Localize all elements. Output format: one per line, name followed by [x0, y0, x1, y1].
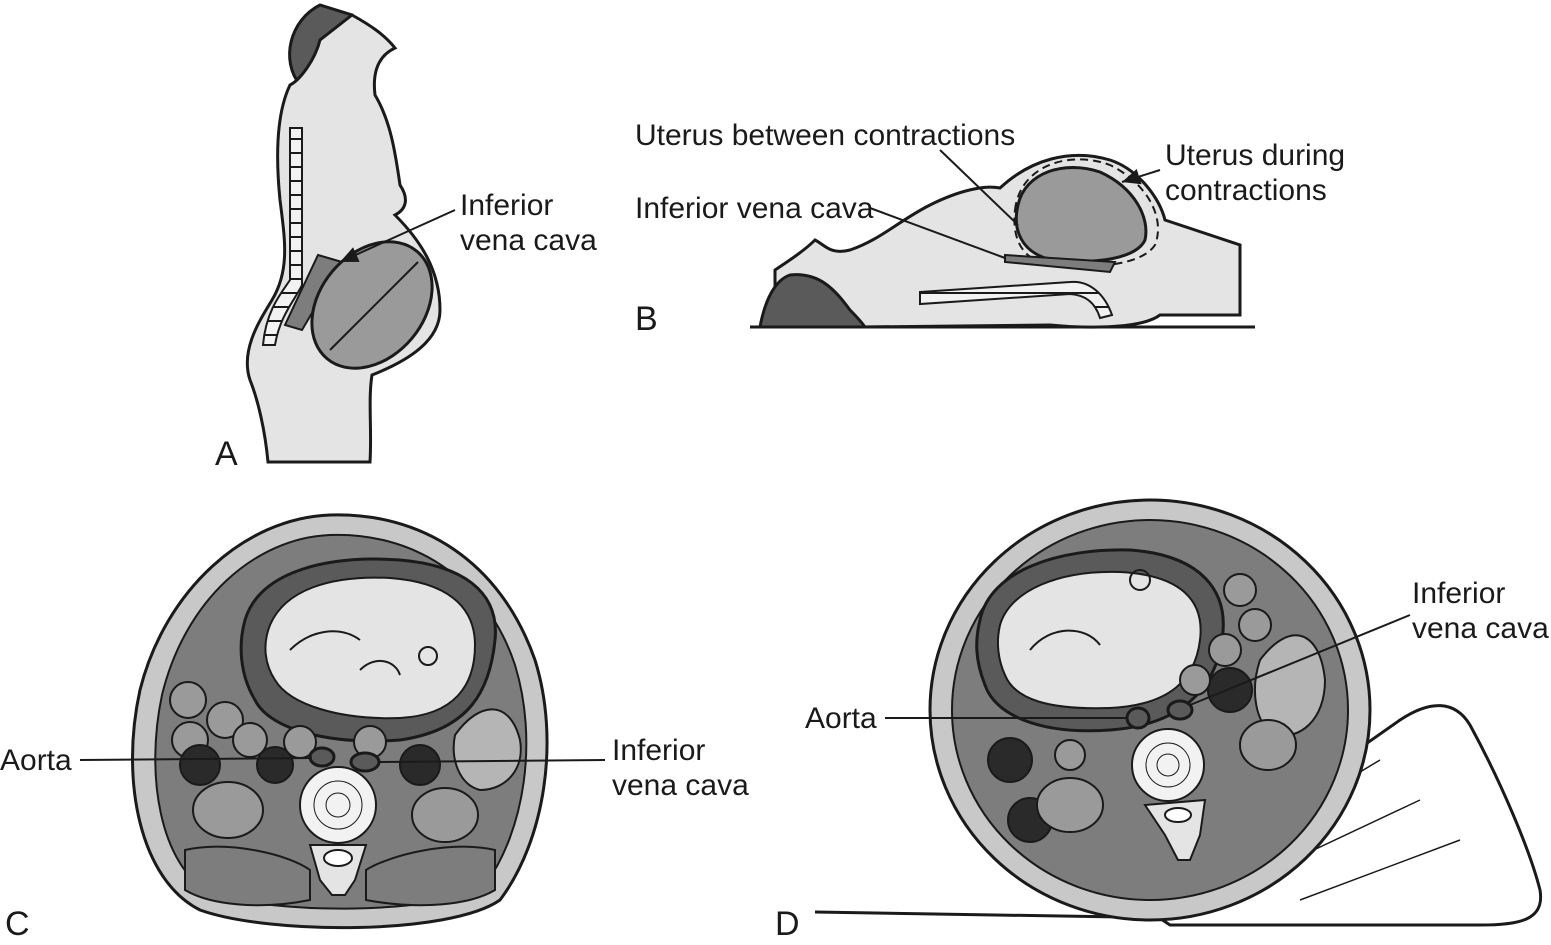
panel-d-vertebra: [1131, 728, 1205, 802]
panel-d-kidney-right: [1239, 719, 1297, 771]
panel-d-ivc-label-1: Inferior: [1412, 577, 1505, 610]
panel-b-ivc: [1004, 253, 1117, 274]
panel-d-ivc-label-2: vena cava: [1412, 612, 1549, 645]
panel-b-during-arrow: [1121, 168, 1161, 185]
panel-d-aorta: [1125, 706, 1151, 730]
panel-c-bowel-left: [169, 681, 294, 786]
panel-d-ivc: [1166, 699, 1194, 721]
panel-c-ivc-pointer: [377, 759, 606, 763]
panel-c-bowel-right: [283, 725, 441, 786]
panel-a-body: [245, 13, 442, 464]
panel-a-ivc-label-2: vena cava: [460, 224, 597, 257]
panel-c: Aorta Inferior vena cava C: [0, 513, 749, 943]
panel-a: Inferior vena cava A: [215, 3, 597, 473]
panel-b-between-label: Uterus between contractions: [635, 119, 1015, 152]
panel-b-during-label-1: Uterus during: [1165, 139, 1345, 172]
panel-c-aorta-label: Aorta: [0, 744, 72, 777]
panel-b-ivc-pointer: [869, 207, 1006, 259]
panel-c-fetus: [264, 576, 477, 720]
panel-b-hair: [758, 273, 868, 329]
panel-c-ivc-label-1: Inferior: [612, 734, 705, 767]
panel-d: Aorta Inferior vena cava D: [775, 498, 1549, 943]
panel-a-uterus: [310, 240, 434, 370]
panel-b-letter: B: [635, 300, 658, 338]
panel-d-kidney-left: [1036, 777, 1104, 833]
panel-b-uterus: [1014, 165, 1148, 263]
panel-b-spine: [919, 280, 1114, 320]
panel-c-kidney-left: [192, 781, 264, 839]
panel-b-ivc-label: Inferior vena cava: [635, 192, 874, 225]
panel-c-ivc-label-2: vena cava: [612, 769, 749, 802]
panel-d-ivc-pointer: [1189, 614, 1411, 706]
panel-d-fetus: [996, 570, 1202, 710]
panel-b: Uterus between contractions Inferior ven…: [635, 119, 1345, 338]
panel-c-aorta: [308, 746, 336, 768]
panel-c-kidney-right: [411, 787, 479, 843]
panel-a-ivc-label-1: Inferior: [460, 189, 553, 222]
panel-a-ivc: [283, 253, 344, 332]
panel-c-ivc: [349, 751, 381, 773]
panel-c-aorta-pointer: [79, 757, 313, 761]
panel-d-aorta-label: Aorta: [805, 702, 877, 735]
panel-c-letter: C: [5, 905, 30, 943]
panel-a-spine: [261, 127, 303, 346]
panel-a-letter: A: [215, 435, 238, 473]
panel-a-ivc-arrow: [339, 209, 456, 263]
panel-b-during-label-2: contractions: [1165, 174, 1327, 207]
panel-b-between-pointer: [939, 149, 1019, 226]
panel-c-vertebra: [299, 766, 377, 844]
panel-d-letter: D: [775, 905, 800, 943]
